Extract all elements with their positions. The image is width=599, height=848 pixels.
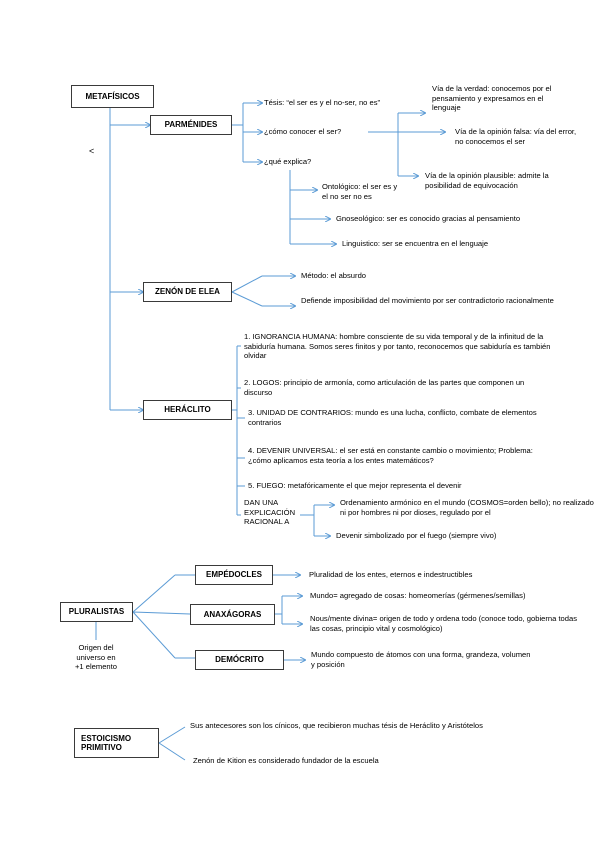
pluralistas-origen: Origen del universo en +1 elemento <box>74 643 117 672</box>
marker-symbol: < <box>89 146 95 156</box>
pluralistas-box: PLURALISTAS <box>60 602 133 622</box>
estoicismo-zenon-kition: Zenón de Kition es considerado fundador … <box>193 756 379 765</box>
heraclito-devenir-fuego: Devenir simbolizado por el fuego (siempr… <box>336 531 497 540</box>
zenon-box: ZENÓN DE ELEA <box>143 282 232 302</box>
explica-ontologico: Ontológico: el ser es y el no ser no es <box>322 182 398 201</box>
parmenides-box: PARMÉNIDES <box>150 115 232 135</box>
empedocles-box: EMPÉDOCLES <box>195 565 273 585</box>
heraclito-fork <box>232 346 238 515</box>
via-verdad: Vía de la verdad: conocemos por el pensa… <box>432 84 552 113</box>
zenon-metodo: Método: el absurdo <box>301 271 367 280</box>
heraclito-box: HERÁCLITO <box>143 400 232 420</box>
anaxagoras-box: ANAXÁGORAS <box>190 604 275 625</box>
heraclito-logos: 2. LOGOS: principio de armonía, como art… <box>244 378 525 397</box>
anax-fork <box>275 596 283 624</box>
heraclito-explicacion: DAN UNA EXPLICACIÓN RACIONAL A <box>244 498 296 527</box>
explica-gnoseologico: Gnoseológico: ser es conocido gracias al… <box>336 214 521 223</box>
estoicismo-box: ESTOICISMO PRIMITIVO <box>74 728 159 758</box>
heraclito-ignorancia: 1. IGNORANCIA HUMANA: hombre consciente … <box>244 332 551 361</box>
parmenides-tesis: Tésis: “el ser es y el no-ser, no es” <box>264 98 381 107</box>
democrito-box: DEMÓCRITO <box>195 650 284 670</box>
empedocles-text: Pluralidad de los entes, eternos e indes… <box>309 570 473 579</box>
parmenides-conocer: ¿cómo conocer el ser? <box>264 127 342 136</box>
anaxagoras-nous: Nous/mente divina= origen de todo y orde… <box>310 614 578 633</box>
parm-fork <box>232 103 244 162</box>
zenon-defiende: Defiende imposibilidad del movimiento po… <box>301 296 554 305</box>
pluralistas-fork <box>132 574 191 659</box>
heraclito-fuego: 5. FUEGO: metafóricamente el que mejor r… <box>248 481 462 490</box>
via-opinion-plausible: Vía de la opinión plausible: admite la p… <box>425 171 549 190</box>
conocer-fork <box>368 113 399 176</box>
heraclito-contrarios: 3. UNIDAD DE CONTRARIOS: mundo es una lu… <box>248 408 537 427</box>
zenon-fork <box>231 275 263 307</box>
estoicismo-fork <box>158 726 186 761</box>
explicacion-fork <box>300 505 315 536</box>
via-opinion-falsa: Vía de la opinión falsa: vía del error, … <box>455 127 577 146</box>
estoicismo-antecesores: Sus antecesores son los cínicos, que rec… <box>190 721 483 730</box>
metafisicos-box: METAFÍSICOS <box>71 85 154 108</box>
parmenides-explica: ¿qué explica? <box>264 157 312 166</box>
democrito-text: Mundo compuesto de átomos con una forma,… <box>311 650 531 669</box>
explica-linguistico: Linguistico: ser se encuentra en el leng… <box>342 239 489 248</box>
heraclito-devenir: 4. DEVENIR UNIVERSAL: el ser está en con… <box>248 446 533 465</box>
heraclito-orden: Ordenamiento armónico en el mundo (COSMO… <box>340 498 594 517</box>
anaxagoras-mundo: Mundo= agregado de cosas: homeomerías (g… <box>310 591 526 600</box>
